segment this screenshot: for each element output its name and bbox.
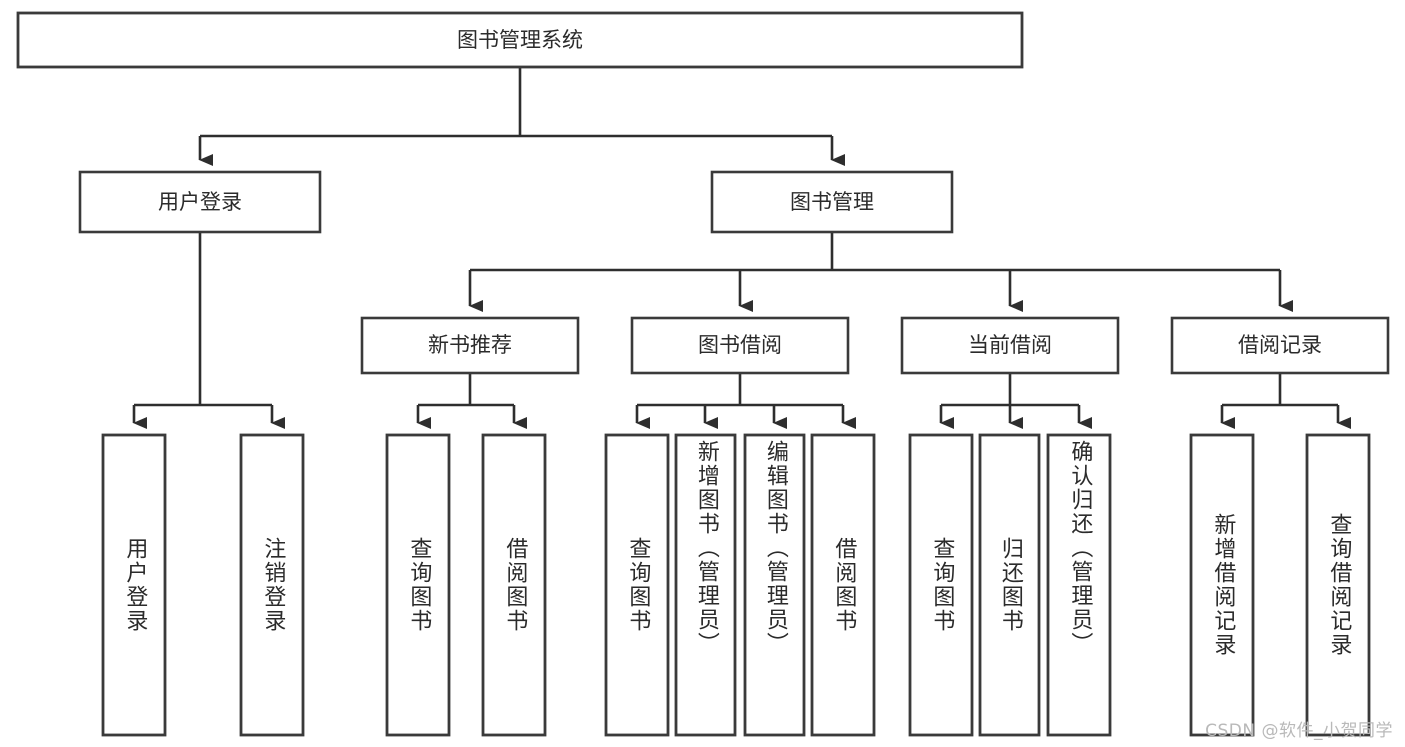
node-new-book-recommend[interactable]: 新书推荐	[360, 316, 580, 375]
connector-bookmgmt-to-level3	[468, 232, 1293, 312]
node-borrow-record-label: 借阅记录	[1238, 333, 1322, 357]
node-book-borrow-label: 图书借阅	[698, 333, 782, 357]
leaf-box[interactable]	[1305, 433, 1371, 737]
leaf-box[interactable]	[481, 433, 547, 737]
leaf-boxes	[101, 433, 1371, 737]
leaf-box[interactable]	[239, 433, 305, 737]
node-root-label: 图书管理系统	[457, 28, 583, 52]
node-borrow-record[interactable]: 借阅记录	[1170, 316, 1390, 375]
node-user-login-label: 用户登录	[158, 190, 242, 214]
node-root[interactable]: 图书管理系统	[16, 11, 1024, 69]
connector-borrowbooks-to-leaves	[635, 373, 856, 429]
node-book-management-label: 图书管理	[790, 190, 874, 214]
node-current-borrow[interactable]: 当前借阅	[900, 316, 1120, 375]
leaf-box[interactable]	[604, 433, 670, 737]
node-book-management[interactable]: 图书管理	[710, 170, 954, 234]
node-current-borrow-label: 当前借阅	[968, 333, 1052, 357]
leaf-box[interactable]	[743, 433, 806, 737]
leaf-box[interactable]	[810, 433, 876, 737]
connector-userlogin-to-leaves	[132, 232, 285, 429]
leaf-box[interactable]	[385, 433, 451, 737]
leaf-box[interactable]	[674, 433, 737, 737]
connector-currentborrow-to-leaves	[939, 373, 1092, 429]
leaf-box[interactable]	[908, 433, 974, 737]
node-new-book-recommend-label: 新书推荐	[428, 333, 512, 357]
node-book-borrow[interactable]: 图书借阅	[630, 316, 850, 375]
leaf-box[interactable]	[1046, 433, 1112, 737]
leaf-box[interactable]	[1189, 433, 1255, 737]
node-user-login[interactable]: 用户登录	[78, 170, 322, 234]
connector-borrowrecord-to-leaves	[1220, 373, 1351, 429]
connector-root-to-level2	[198, 67, 845, 166]
leaf-box[interactable]	[101, 433, 167, 737]
csdn-watermark: CSDN @软件_小贺同学	[1205, 721, 1393, 741]
connector-newbooks-to-leaves	[416, 373, 527, 429]
leaf-box[interactable]	[978, 433, 1041, 737]
